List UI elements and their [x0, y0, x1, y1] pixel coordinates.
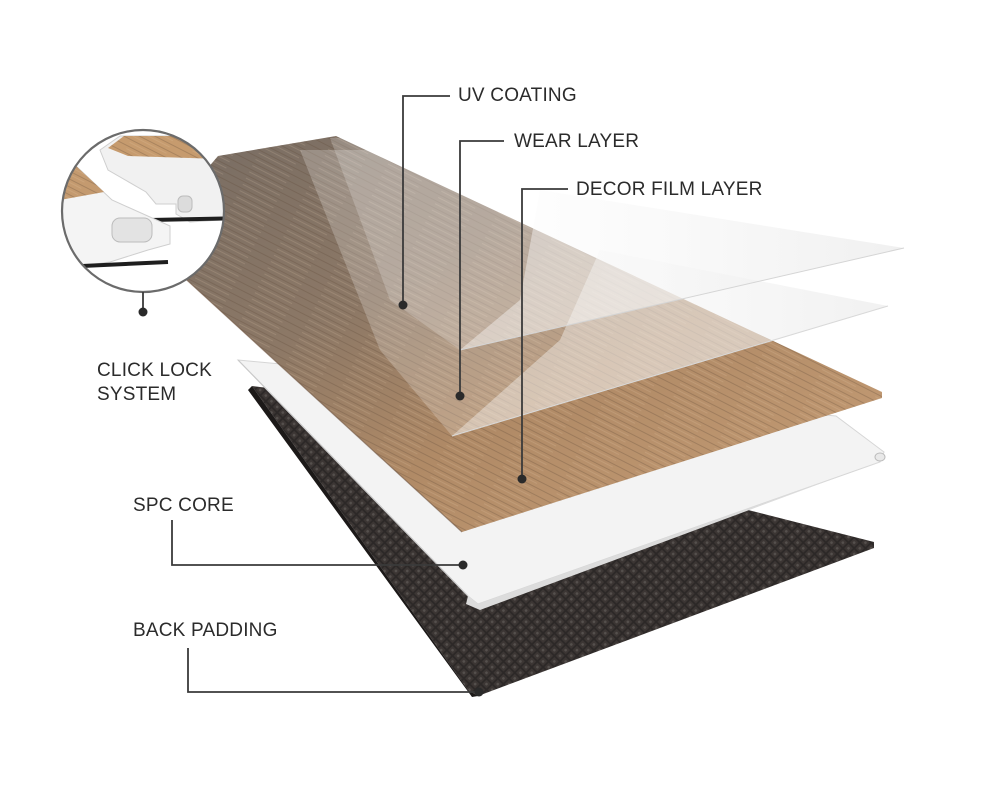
leader-uv-coating	[402, 95, 450, 305]
leader-wear-layer	[459, 140, 504, 396]
label-wear-layer-text: WEAR LAYER	[514, 131, 640, 152]
leader-back-padding	[187, 648, 478, 693]
label-spc-core: SPC CORE	[133, 494, 234, 518]
label-click-lock-line2: SYSTEM	[97, 384, 177, 405]
label-click-lock-system: CLICK LOCK SYSTEM	[97, 359, 212, 407]
label-wear-layer: WEAR LAYER	[514, 130, 639, 154]
label-uv-coating: UV COATING	[458, 84, 577, 108]
dot-wear-layer	[455, 391, 465, 401]
label-decor-film-layer-text: DECOR FILM LAYER	[576, 179, 763, 200]
label-click-lock-line1: CLICK LOCK	[97, 360, 212, 381]
dot-decor-film	[517, 474, 527, 484]
dot-back-padding	[474, 687, 484, 697]
leader-spc-core	[171, 520, 463, 566]
leader-decor-film	[521, 188, 568, 479]
dot-spc-core	[458, 560, 468, 570]
dot-click-lock	[138, 307, 148, 317]
label-decor-film-layer: DECOR FILM LAYER	[576, 178, 763, 202]
label-back-padding: BACK PADDING	[133, 619, 278, 643]
leader-dots	[138, 300, 527, 697]
uv-coating-sheet	[330, 138, 905, 351]
label-uv-coating-text: UV COATING	[458, 85, 577, 106]
label-spc-core-text: SPC CORE	[133, 495, 234, 516]
dot-uv-coating	[398, 300, 408, 310]
label-back-padding-text: BACK PADDING	[133, 620, 278, 641]
